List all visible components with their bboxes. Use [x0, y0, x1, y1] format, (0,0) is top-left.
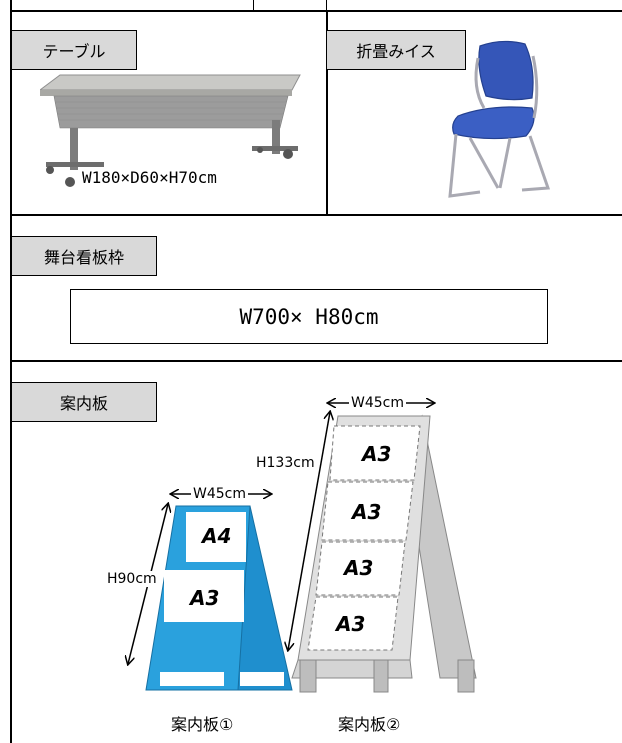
table-size-label: W180×D60×H70cm — [82, 168, 217, 187]
table-image — [40, 74, 301, 187]
board1-height-label: H90cm — [107, 571, 157, 587]
board2-panel-2: A3 — [352, 500, 382, 524]
rule-after-furniture — [10, 214, 622, 216]
section-tag-chair: 折畳みイス — [326, 30, 466, 70]
stage-sign-size-box: W700× H80cm — [70, 289, 548, 344]
board1-panel-a3: A3 — [190, 586, 220, 610]
middle-divider — [326, 11, 328, 215]
top-rule — [10, 10, 622, 12]
board1-caption: 案内板① — [171, 715, 234, 734]
guide-board-1 — [145, 505, 293, 691]
guide-boards-illustration — [0, 380, 477, 693]
section-tag-stage-sign: 舞台看板枠 — [11, 236, 157, 276]
chair-image — [448, 40, 551, 198]
board2-height-label: H133cm — [256, 455, 315, 471]
top-divider-a — [253, 0, 254, 11]
board2-panel-3: A3 — [344, 556, 374, 580]
board1-width-label: W45cm — [191, 486, 248, 502]
board2-width-label: W45cm — [349, 395, 406, 411]
rule-after-stage — [10, 360, 622, 362]
board1-panel-a4: A4 — [202, 524, 232, 548]
board2-panel-4: A3 — [336, 612, 366, 636]
board2-height-arrow — [288, 412, 330, 650]
board2-caption: 案内板② — [338, 715, 401, 734]
section-tag-guide-board: 案内板 — [11, 382, 157, 422]
section-tag-table: テーブル — [11, 30, 137, 70]
left-border — [10, 0, 12, 743]
board2-panel-1: A3 — [362, 442, 392, 466]
top-divider-b — [326, 0, 327, 11]
